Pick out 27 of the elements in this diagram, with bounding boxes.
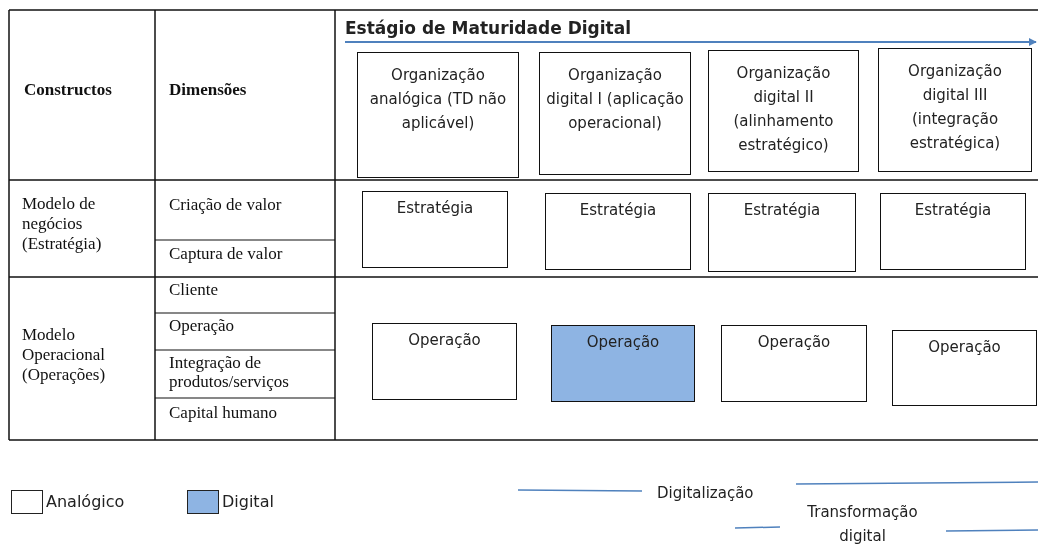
- dimension-label: Criação de valor: [169, 195, 282, 215]
- column-heading: Dimensões: [169, 80, 247, 100]
- construct-label: Modelo Operacional (Operações): [22, 325, 107, 385]
- operation-box: Operação: [892, 330, 1037, 406]
- strategy-box: Estratégia: [545, 193, 691, 270]
- operation-box: Operação: [721, 325, 867, 402]
- strategy-box: Estratégia: [708, 193, 856, 272]
- column-heading: Constructos: [24, 80, 112, 100]
- dimension-label: Integração de produtos/serviços: [169, 353, 290, 391]
- range-label: Transformação digital: [806, 502, 919, 545]
- dimension-label: Cliente: [169, 280, 219, 300]
- dimension-label: Captura de valor: [169, 244, 283, 264]
- dimension-label: Capital humano: [169, 403, 278, 423]
- stage-box: Organização analógica (TD não aplicável): [357, 52, 519, 178]
- stage-heading: Estágio de Maturidade Digital: [345, 17, 631, 40]
- range-label: Digitalização: [657, 483, 754, 504]
- stage-box: Organização digital I (aplicação operacional): [539, 52, 691, 175]
- stage-box: Organização digital III (integração estratégica): [878, 48, 1032, 172]
- legend-label: Digital: [222, 491, 274, 513]
- construct-label: Modelo de negócios (Estratégia): [22, 194, 103, 254]
- dimension-label: Operação: [169, 316, 235, 336]
- operation-box: Operação: [551, 325, 695, 402]
- stage-box: Organização digital II (alinhamento estratégico): [708, 50, 859, 172]
- strategy-box: Estratégia: [362, 191, 508, 268]
- strategy-box: Estratégia: [880, 193, 1026, 270]
- operation-box: Operação: [372, 323, 517, 400]
- legend-label: Analógico: [46, 491, 125, 513]
